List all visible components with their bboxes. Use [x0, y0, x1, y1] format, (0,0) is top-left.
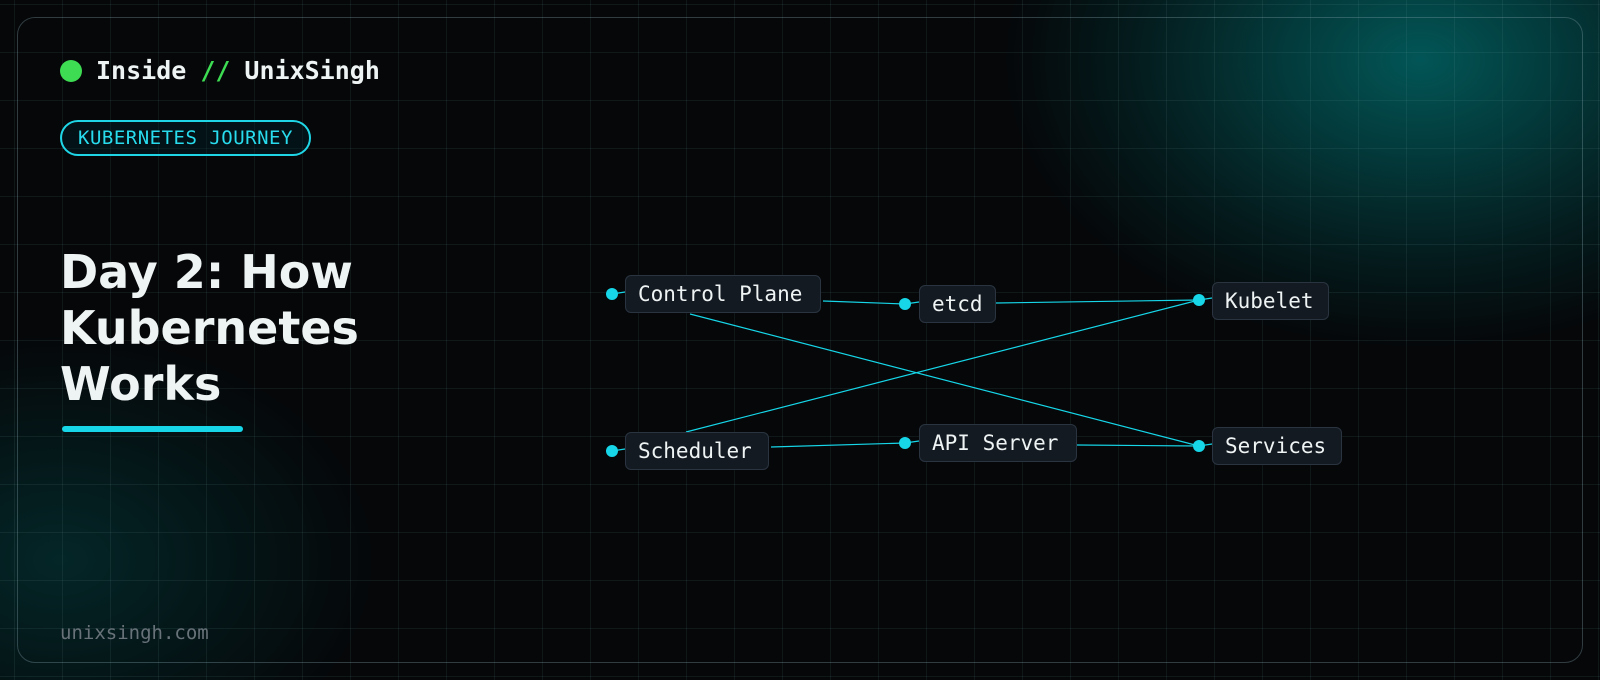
connector-dot-scheduler — [606, 445, 618, 457]
connector-dot-etcd — [899, 298, 911, 310]
node-kubelet: Kubelet — [1212, 282, 1329, 320]
edge-scheduler-to-kubelet — [685, 299, 1200, 433]
edge-etcd-to-kubelet — [995, 299, 1200, 304]
connector-dot-services — [1193, 440, 1205, 452]
footer-url[interactable]: unixsingh.com — [60, 622, 209, 644]
card-frame — [17, 17, 1583, 663]
edge-layer — [685, 299, 1200, 448]
node-services: Services — [1212, 427, 1342, 465]
node-control-plane: Control Plane — [625, 275, 821, 313]
title-underline — [62, 426, 243, 432]
title-line-1: Day 2: How — [60, 245, 353, 299]
connector-dot-control-plane — [606, 288, 618, 300]
brand-name-right: UnixSingh — [244, 56, 380, 85]
brand-separator: // — [200, 56, 231, 85]
node-etcd: etcd — [919, 285, 996, 323]
title-line-3: Works — [60, 357, 222, 411]
brand-header: Inside // UnixSingh — [60, 56, 380, 85]
edge-control-plane-to-services — [689, 313, 1200, 447]
edge-control-plane-to-etcd — [822, 300, 906, 305]
series-tag: KUBERNETES JOURNEY — [60, 120, 311, 156]
node-scheduler: Scheduler — [625, 432, 769, 470]
brand-name-left: Inside — [96, 56, 187, 85]
edge-scheduler-to-api-server — [770, 442, 906, 448]
connector-dots — [606, 288, 1213, 457]
connector-dot-kubelet — [1193, 294, 1205, 306]
title-line-2: Kubernetes — [60, 301, 359, 355]
status-dot-icon — [60, 59, 82, 82]
edge-api-server-to-services — [1076, 444, 1200, 447]
connector-dot-api-server — [899, 437, 911, 449]
page-title: Day 2: How Kubernetes Works — [60, 244, 500, 412]
node-api-server: API Server — [919, 424, 1077, 462]
